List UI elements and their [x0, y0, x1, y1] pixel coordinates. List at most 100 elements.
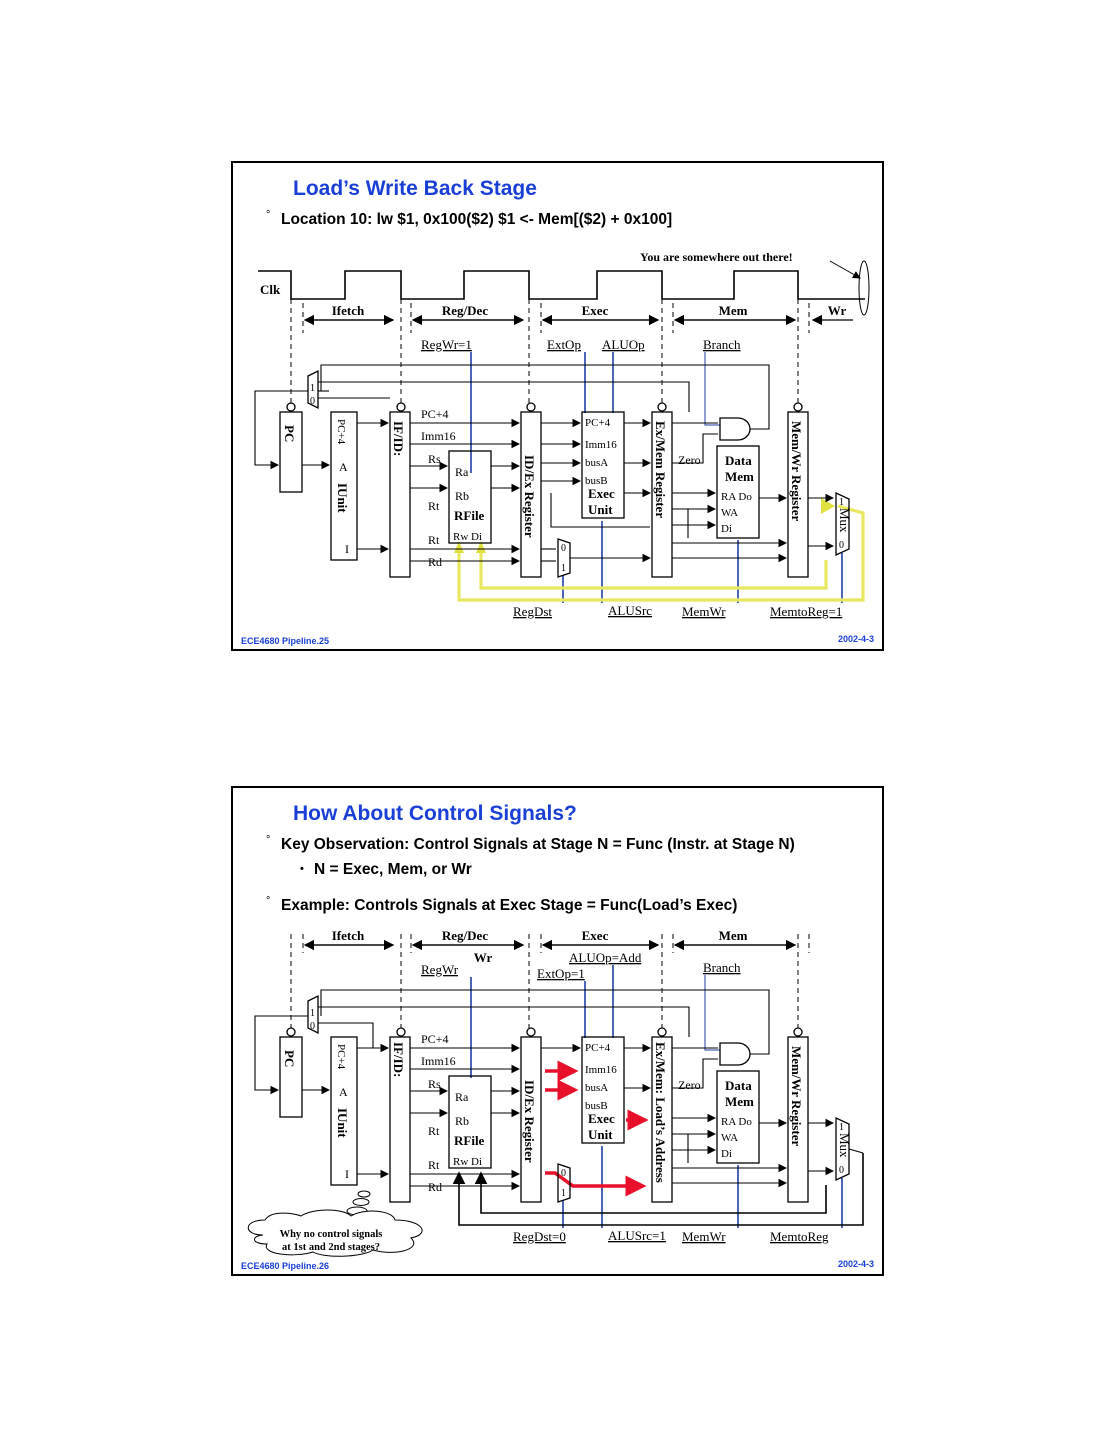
rwdi-label: Rw Di: [453, 1156, 482, 1168]
stage-label: Exec: [582, 303, 609, 318]
mux-label: Mux: [837, 1133, 852, 1158]
bullet-marker: °: [266, 895, 271, 907]
memwr-signal: MemWr: [682, 604, 726, 619]
data-mem-box: [716, 445, 760, 539]
subbullet-text: N = Exec, Mem, or Wr: [314, 861, 472, 878]
memtoreg-mux: [835, 1116, 850, 1182]
memtoreg-mux: [835, 491, 850, 557]
clock-circle: [793, 1027, 803, 1037]
alusrc-signal: ALUSrc: [608, 603, 652, 618]
bullet-text: Location 10: lw $1, 0x100($2) $1 <- Mem[…: [281, 211, 673, 228]
thought-cloud: [247, 1190, 423, 1257]
rado-label: RA Do: [721, 1116, 752, 1128]
stage-label: Reg/Dec: [442, 303, 488, 318]
rfile-box: [448, 1075, 492, 1169]
wa-label: WA: [721, 1132, 738, 1144]
a-label: A: [339, 460, 348, 474]
pc-register: [279, 411, 303, 493]
regdst-signal: RegDst: [513, 604, 552, 619]
iunit-box: [330, 411, 358, 561]
clock-circle: [286, 402, 296, 412]
mux-zero-label: 0: [310, 396, 315, 407]
mem-label: Mem: [725, 1094, 754, 1109]
exec-label: Exec: [588, 1111, 615, 1126]
footer-left: ECE4680 Pipeline.26: [241, 1261, 330, 1271]
stage-label: Exec: [582, 928, 609, 943]
clk-label: Clk: [260, 282, 281, 297]
memtoreg-signal: MemtoReg: [770, 1229, 829, 1244]
idex-register: [520, 1036, 542, 1203]
stage-label: Ifetch: [332, 928, 365, 943]
idex-label: ID/Ex Register: [522, 1080, 537, 1163]
unit-label: Unit: [588, 502, 613, 517]
mux-zero-label: 0: [839, 1165, 844, 1176]
clock-circle: [657, 1027, 667, 1037]
exmem-load-address-label: Ex/Mem: Load’s Address: [653, 1042, 668, 1183]
somewhere-ellipse: [858, 260, 870, 316]
memwr-signal: MemWr: [682, 1229, 726, 1244]
imm16-exec-label: Imm16: [585, 439, 617, 451]
zero-label: Zero: [678, 453, 701, 467]
regwr-signal: RegWr=1: [421, 337, 472, 352]
subbullet-marker: •: [300, 863, 304, 875]
mem-label: Mem: [725, 469, 754, 484]
ifid-label: IF/ID:: [391, 1042, 406, 1077]
pc4-exec-label: PC+4: [585, 1042, 611, 1054]
branch-signal: Branch: [703, 960, 741, 975]
yellow-arrowhead: [476, 541, 486, 553]
cloud-text: at 1st and 2nd stages?: [282, 1242, 380, 1253]
datapath-wires: [254, 989, 864, 1191]
a-label: A: [339, 1085, 348, 1099]
memwr-register: [787, 411, 809, 578]
regdst-mux: [557, 538, 571, 578]
pc-label: PC: [282, 425, 297, 442]
zero-label: Zero: [678, 1078, 701, 1092]
rb-label: Rb: [455, 1114, 469, 1128]
pc-mux: [307, 994, 319, 1035]
data-mem-box: [716, 1070, 760, 1164]
busb-label: busB: [585, 1100, 608, 1112]
mux-zero-label: 0: [561, 1168, 566, 1179]
exec-unit-box: [581, 411, 625, 519]
branch-line: [704, 352, 720, 426]
busb-label: busB: [585, 475, 608, 487]
alusrc-signal: ALUSrc=1: [608, 1228, 666, 1243]
data-label: Data: [725, 453, 752, 468]
slide-25: Load’s Write Back Stage ° Location 10: l…: [231, 161, 884, 651]
datapath-wires: [254, 364, 835, 566]
rd-label: Rd: [428, 555, 442, 569]
imm16-label: Imm16: [421, 429, 456, 443]
mux-zero-label: 0: [310, 1021, 315, 1032]
clock-circle: [526, 402, 536, 412]
footer-left: ECE4680 Pipeline.25: [241, 636, 330, 646]
pc-label: PC: [282, 1050, 297, 1067]
stage-label: Wr: [828, 303, 847, 318]
and-gate: [719, 417, 751, 441]
wa-label: WA: [721, 507, 738, 519]
clock-waveform: [258, 270, 865, 300]
aluop-signal: ALUOp: [602, 337, 645, 352]
rt-label: Rt: [428, 1158, 440, 1172]
extop-signal: ExtOp=1: [537, 966, 585, 981]
slide-title: Load’s Write Back Stage: [293, 177, 537, 200]
pc4-wire-label: PC+4: [421, 407, 448, 421]
bullet-text: Key Observation: Control Signals at Stag…: [281, 836, 795, 853]
stage-label: Reg/Dec: [442, 928, 488, 943]
mux-one-label: 1: [561, 563, 566, 574]
regdst-signal: RegDst=0: [513, 1229, 566, 1244]
i-label: I: [345, 1167, 349, 1181]
ra-label: Ra: [455, 1090, 469, 1104]
footer-right: 2002-4-3: [837, 1259, 874, 1269]
mux-label: Mux: [837, 508, 852, 533]
slide-title: How About Control Signals?: [293, 802, 577, 825]
rfile-label: RFile: [454, 508, 485, 523]
exmem-register: [651, 1036, 673, 1203]
exmem-label: Ex/Mem Register: [653, 421, 668, 518]
idex-register: [520, 411, 542, 578]
i-label: I: [345, 542, 349, 556]
imm16-exec-label: Imm16: [585, 1064, 617, 1076]
and-gate: [719, 1042, 751, 1066]
ifid-label: IF/ID:: [391, 421, 406, 456]
pc-mux: [307, 369, 319, 410]
unit-label: Unit: [588, 1127, 613, 1142]
